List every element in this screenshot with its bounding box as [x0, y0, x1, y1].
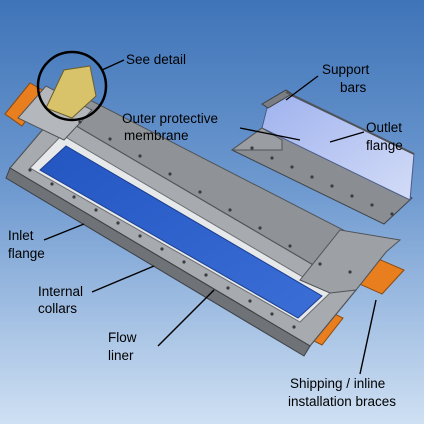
- detail-yellow-part: [45, 65, 97, 119]
- frame-lower-rim: [5, 167, 311, 357]
- label-see-detail: See detail: [126, 52, 186, 67]
- label-internal-collars-line2: collars: [38, 301, 77, 316]
- label-outer-membrane-line2: membrane: [124, 128, 189, 143]
- label-inlet-flange-line1: Inlet: [8, 228, 34, 243]
- flow-liner-surface: [39, 145, 323, 319]
- label-braces-line1: Shipping / inline: [290, 376, 385, 391]
- spool-frame: [5, 97, 402, 357]
- label-support-bars-line1: Support: [322, 62, 370, 77]
- outlet-flange-bolts: [250, 146, 394, 216]
- label-flow-liner-line1: Flow: [108, 330, 137, 345]
- detail-circle: [36, 50, 108, 122]
- leader-outlet-flange: [329, 131, 365, 143]
- inlet-end: [17, 50, 108, 141]
- inlet-flange-bolts: [28, 120, 352, 329]
- frame-right-wall: [299, 229, 402, 294]
- leader-support-bars: [285, 75, 319, 101]
- leader-lines: [43, 59, 377, 375]
- outlet-section: [230, 89, 415, 225]
- label-outlet-flange-line1: Outlet: [366, 120, 402, 135]
- label-internal-collars-line1: Internal: [38, 284, 83, 299]
- leader-outer-membrane: [239, 127, 301, 141]
- labels: See detail Support bars Outer protective…: [8, 52, 403, 409]
- leader-flow-liner: [157, 289, 215, 347]
- support-bar-edge: [285, 91, 415, 155]
- label-inlet-flange-line2: flange: [8, 246, 45, 261]
- label-flow-liner-line2: liner: [108, 348, 134, 363]
- label-braces-line2: installation braces: [288, 394, 396, 409]
- leader-inlet-flange: [43, 223, 85, 241]
- leader-see-detail: [101, 59, 125, 71]
- leader-internal-collars: [91, 265, 155, 293]
- inlet-end-plate: [17, 85, 93, 141]
- leader-braces: [359, 299, 377, 375]
- label-outer-membrane-line1: Outer protective: [122, 111, 218, 126]
- label-support-bars-line2: bars: [340, 80, 367, 95]
- label-outlet-flange-line2: flange: [366, 138, 403, 153]
